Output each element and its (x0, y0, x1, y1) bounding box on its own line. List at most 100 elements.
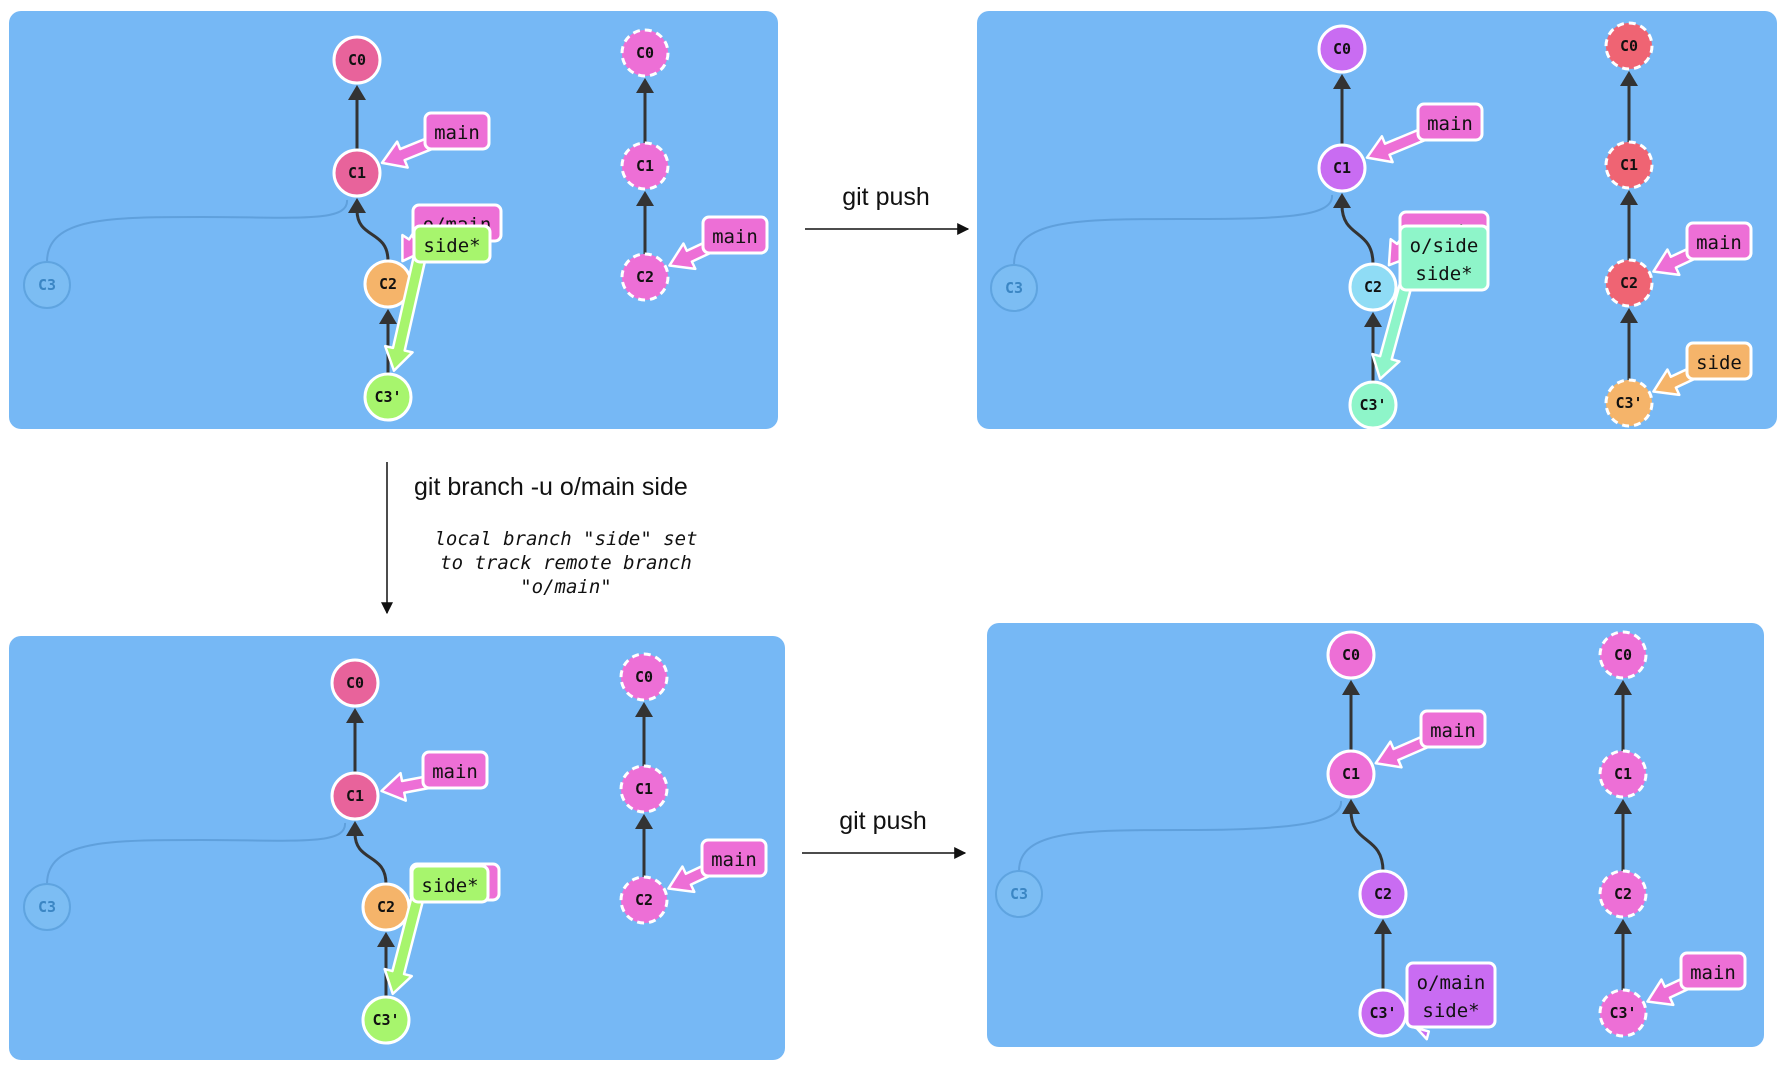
ghost-commit (990, 264, 1038, 312)
commit-edge-head (1620, 308, 1638, 323)
tracking-note-line-2: to track remote branch (440, 552, 692, 574)
commit-edge-head (1620, 190, 1638, 205)
branch-command: git branch -u o/main side (414, 473, 688, 501)
ghost-edge (46, 199, 349, 263)
ghost-commit (995, 870, 1043, 918)
panel-background (9, 11, 778, 429)
commit-edge-head (1614, 919, 1632, 934)
panel-background (9, 636, 785, 1060)
commit-edge-head (348, 198, 366, 213)
remote-commit: C0 (1598, 630, 1648, 680)
local-branch-label: side* (1415, 263, 1472, 285)
local-commit: C1 (330, 771, 380, 821)
remote-commit: C1 (1604, 140, 1654, 190)
panel-background (987, 623, 1764, 1047)
local-commit-label: C1 (1333, 159, 1351, 177)
local-commit: C0 (332, 35, 382, 85)
local-branch: main (1374, 709, 1487, 769)
remote-commit: C0 (1604, 21, 1654, 71)
remote-commit-label: C1 (635, 780, 653, 798)
local-branch-label: main (1430, 720, 1476, 742)
local-branch: o/side side* (1371, 224, 1490, 381)
local-branch-label: o/main (1417, 972, 1486, 994)
local-branch-arrow (1374, 734, 1431, 769)
remote-branch-label: main (1696, 232, 1742, 254)
remote-commit-label: C0 (636, 44, 654, 62)
remote-commit: C1 (1598, 749, 1648, 799)
remote-branch-label: main (711, 849, 757, 871)
remote-branch-tag (1679, 951, 1747, 991)
remote-branch: side (1652, 341, 1753, 397)
commit-edge-head (1614, 680, 1632, 695)
local-commit: C0 (1326, 630, 1376, 680)
remote-commit-label: C1 (636, 157, 654, 175)
remote-commit: C1 (619, 764, 669, 814)
local-commit-label: C0 (1333, 40, 1351, 58)
local-branch-label: o/side (1410, 235, 1479, 257)
local-branch-arrow (383, 893, 426, 996)
local-branch-arrow (380, 136, 435, 169)
local-branch-label: main (434, 122, 480, 144)
panel-2: C3C0C1C2C3'C0C1C2C3'maino/maino/sideside… (977, 11, 1777, 430)
remote-commit: C0 (620, 28, 670, 78)
remote-commit-label: C1 (1620, 156, 1638, 174)
local-branch-tag (1416, 102, 1484, 142)
remote-branch-tag (1685, 341, 1753, 381)
ghost-commit-label: C3 (38, 898, 56, 916)
remote-branch: main (1652, 221, 1753, 277)
local-branch-label: side* (1422, 1000, 1479, 1022)
local-commit-label: C3' (372, 1011, 399, 1029)
local-branch: main (1365, 102, 1484, 164)
local-branch: side* (383, 864, 490, 996)
local-commit: C1 (332, 148, 382, 198)
local-branch-arrow (1371, 281, 1414, 381)
remote-commit: C2 (619, 875, 669, 925)
commit-edge-head (377, 932, 395, 947)
commit-edge-head (1614, 799, 1632, 814)
remote-commit-label: C0 (1614, 646, 1632, 664)
local-commit: C0 (1317, 24, 1367, 74)
local-commit-label: C1 (1342, 765, 1360, 783)
local-branch-tag (1398, 224, 1490, 292)
local-commit-label: C3' (1369, 1004, 1396, 1022)
local-branch-tag (421, 750, 489, 790)
local-commit-label: C0 (1342, 646, 1360, 664)
remote-commit-label: C2 (1614, 885, 1632, 903)
local-branch: main (380, 111, 491, 169)
remote-commit: C2 (1598, 869, 1648, 919)
ghost-commit-label: C3 (38, 276, 56, 294)
remote-commit-label: C3' (1609, 1004, 1636, 1022)
commit-edge (353, 832, 388, 885)
local-commit: C1 (1317, 143, 1367, 193)
remote-commit: C3' (1604, 378, 1654, 428)
remote-commit: C0 (619, 652, 669, 702)
commit-edge-head (1333, 193, 1351, 208)
remote-branch-tag (701, 215, 769, 255)
commit-edge-head (348, 85, 366, 100)
ghost-commit-label: C3 (1005, 279, 1023, 297)
local-commit: C3' (1348, 380, 1398, 430)
commit-edge-head (635, 814, 653, 829)
local-branch-tag (412, 224, 492, 264)
remote-commit-label: C2 (636, 268, 654, 286)
local-commit: C3' (1358, 988, 1408, 1038)
local-branch-label: side* (423, 235, 480, 257)
commit-edge-head (636, 191, 654, 206)
local-commit-label: C0 (346, 674, 364, 692)
commit-edge-head (379, 309, 397, 324)
remote-commit-label: C1 (1614, 765, 1632, 783)
local-commit: C3' (363, 372, 413, 422)
commit-edge-head (1342, 799, 1360, 814)
commit-edge-head (346, 821, 364, 836)
commit-edge-head (636, 78, 654, 93)
remote-commit-label: C3' (1615, 394, 1642, 412)
tracking-note-line-3: "o/main" (520, 576, 612, 598)
local-commit-label: C2 (377, 898, 395, 916)
remote-branch-label: main (712, 226, 758, 248)
remote-branch-label: main (1690, 962, 1736, 984)
remote-commit-label: C0 (635, 668, 653, 686)
remote-branch-label: side (1696, 352, 1742, 374)
local-branch-arrow (383, 253, 428, 372)
